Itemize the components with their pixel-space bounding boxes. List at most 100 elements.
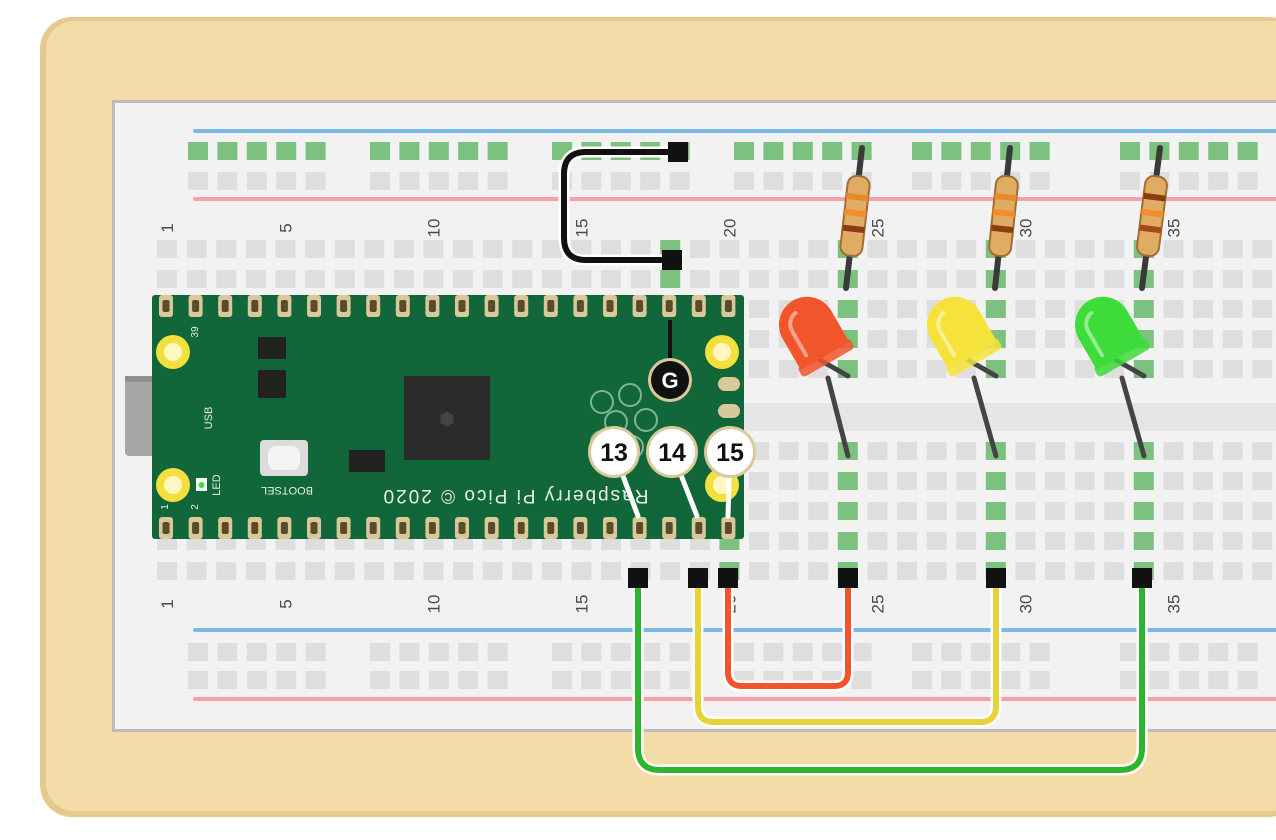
pin-hole	[695, 300, 703, 312]
terminal-hole	[512, 270, 533, 288]
wires	[558, 142, 1152, 776]
terminal-hole	[601, 270, 621, 288]
callout-badge	[707, 429, 753, 475]
rail-hole	[399, 142, 420, 160]
rail-hole	[246, 172, 267, 190]
rail-hole	[669, 643, 690, 661]
rail-hole	[458, 643, 479, 661]
terminal-hole	[897, 442, 917, 460]
terminal-hole	[926, 562, 947, 580]
rail-hole	[276, 671, 297, 689]
rail-hole	[487, 671, 508, 689]
terminal-hole	[1074, 532, 1095, 550]
rail-hole	[1237, 643, 1258, 661]
column-number: 25	[868, 595, 887, 614]
terminal-hole	[926, 240, 947, 258]
rail-hole	[763, 142, 784, 160]
led-cathode-leg	[971, 375, 999, 459]
rail-hole	[188, 643, 208, 661]
rail-hole	[912, 671, 932, 689]
terminal-hole	[837, 300, 858, 318]
pin-hole	[724, 522, 732, 534]
led-dome	[779, 296, 850, 370]
terminal-hole	[275, 240, 296, 258]
terminal-hole	[897, 300, 917, 318]
rail-hole	[1208, 142, 1229, 160]
terminal-hole	[1045, 562, 1065, 580]
terminal-hole	[837, 502, 858, 520]
chip-logo: ⬢	[439, 409, 455, 429]
pin-hole	[724, 300, 732, 312]
terminal-hole	[1074, 562, 1095, 580]
terminal-hole	[1252, 330, 1273, 348]
resistor-band	[1141, 208, 1164, 218]
terminal-hole	[1193, 270, 1213, 288]
terminal-hole	[867, 270, 888, 288]
pin-2-label: 2	[190, 504, 201, 510]
terminal-hole	[1163, 532, 1184, 550]
terminal-hole	[186, 270, 207, 288]
terminal-hole	[1045, 502, 1065, 520]
terminal-hole	[1163, 240, 1184, 258]
rail-hole	[610, 671, 631, 689]
rail-hole	[1120, 643, 1140, 661]
rail-hole	[1178, 671, 1199, 689]
terminal-hole	[749, 300, 769, 318]
terminal-hole	[1252, 270, 1273, 288]
pin-hole	[517, 300, 525, 312]
terminal-hole	[808, 502, 829, 520]
terminal-hole	[897, 502, 917, 520]
terminal-hole	[601, 240, 621, 258]
pin-hole	[280, 522, 288, 534]
terminal-hole	[186, 562, 207, 580]
rail-hole	[458, 671, 479, 689]
rail-hole	[370, 643, 390, 661]
rail-hole	[1029, 643, 1050, 661]
terminal-hole	[1015, 270, 1036, 288]
terminal-hole	[1252, 360, 1273, 378]
terminal-hole	[1015, 360, 1036, 378]
terminal-hole	[719, 240, 740, 258]
column-number: 1	[158, 599, 177, 608]
terminal-hole	[1222, 360, 1243, 378]
column-number: 35	[1164, 219, 1183, 238]
rail-hole	[1120, 142, 1140, 160]
rail-hole	[792, 643, 813, 661]
terminal-hole	[364, 240, 385, 258]
terminal-hole	[1074, 270, 1095, 288]
terminal-hole	[423, 562, 444, 580]
rail-hole	[188, 671, 208, 689]
rail-hole	[217, 172, 238, 190]
terminal-hole	[660, 270, 681, 288]
terminal-hole	[778, 472, 799, 490]
resistor	[1136, 174, 1168, 258]
terminal-hole	[837, 472, 858, 490]
terminal-hole	[897, 532, 917, 550]
terminal-hole	[482, 562, 503, 580]
pin-hole	[428, 522, 436, 534]
terminal-hole	[778, 502, 799, 520]
rail-hole	[792, 172, 813, 190]
terminal-hole	[364, 562, 385, 580]
terminal-hole	[1045, 240, 1065, 258]
rail-hole	[941, 671, 962, 689]
terminal-hole	[749, 360, 769, 378]
rail-hole	[305, 142, 326, 160]
resistor-band	[990, 224, 1014, 234]
rail-hole	[610, 172, 631, 190]
terminal-hole	[216, 270, 237, 288]
terminal-hole	[867, 562, 888, 580]
rail-hole	[1178, 142, 1199, 160]
column-number: 35	[1164, 595, 1183, 614]
terminal-hole	[926, 270, 947, 288]
terminal-hole	[1104, 270, 1125, 288]
terminal-hole	[1163, 502, 1184, 520]
rail-hole	[1208, 172, 1229, 190]
rail-hole	[487, 172, 508, 190]
pin-hole	[428, 300, 436, 312]
terminal-hole	[1193, 330, 1213, 348]
led-dome	[1075, 296, 1146, 370]
chip-small	[349, 450, 385, 472]
